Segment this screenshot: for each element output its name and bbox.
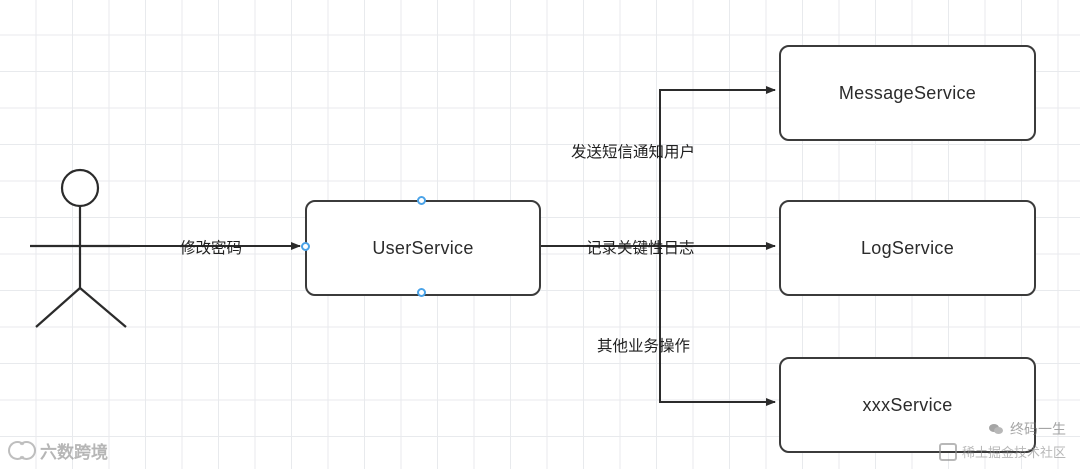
actor-stick-figure <box>30 168 130 328</box>
node-message-service-label: MessageService <box>838 82 977 103</box>
edge-user-to-message <box>537 86 776 247</box>
watermark-left-text: 六数跨境 <box>40 442 108 463</box>
resize-handle-bottom[interactable] <box>417 287 426 297</box>
edge-label-send-sms: 发送短信通知用户 <box>571 143 696 161</box>
node-log-service[interactable]: LogService <box>779 200 1036 296</box>
node-xxx-service-label: xxxService <box>862 394 953 415</box>
node-message-service[interactable]: MessageService <box>779 45 1036 141</box>
node-user-service[interactable]: UserService <box>305 200 541 296</box>
node-xxx-service[interactable]: xxxService <box>779 357 1036 453</box>
watermark-left: 六数跨境 <box>8 437 108 463</box>
resize-handle-left[interactable] <box>300 241 310 251</box>
watermark-right-top-text: 终码一生 <box>1010 422 1066 438</box>
juejin-icon <box>938 442 957 461</box>
node-user-service-label: UserService <box>372 237 474 258</box>
resize-handle-top[interactable] <box>417 195 426 205</box>
edge-label-modify-password: 修改密码 <box>180 239 243 257</box>
edge-label-record-log: 记录关键性日志 <box>586 239 695 257</box>
watermark-right: 终码一生 稀土掘金技术社区 <box>938 419 1066 461</box>
logo-icon <box>8 437 36 463</box>
wechat-icon <box>989 423 1004 436</box>
edge-label-other-ops: 其他业务操作 <box>597 337 691 355</box>
watermark-right-bottom-text: 稀土掘金技术社区 <box>961 446 1066 461</box>
node-log-service-label: LogService <box>860 237 955 258</box>
edge-user-to-xxx <box>537 245 776 406</box>
